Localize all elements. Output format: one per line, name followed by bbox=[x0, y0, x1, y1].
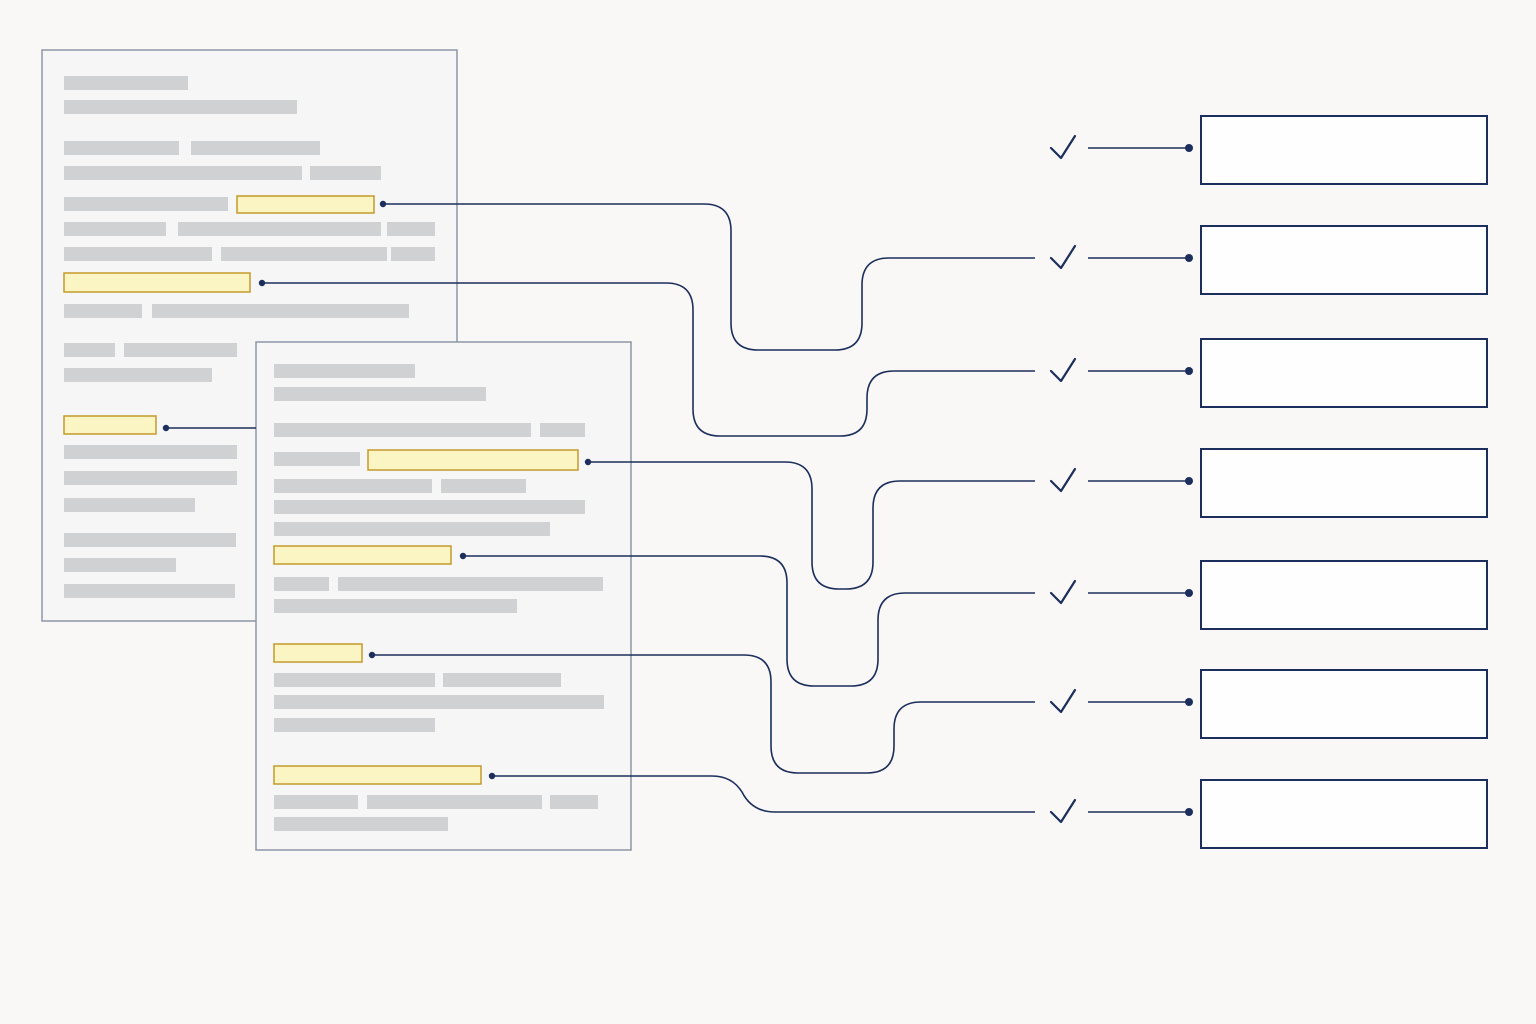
text-line-placeholder bbox=[178, 222, 381, 236]
target-anchor-dot bbox=[1185, 144, 1193, 152]
text-line-placeholder bbox=[64, 166, 302, 180]
connector-line bbox=[492, 775, 1035, 813]
text-line-placeholder bbox=[64, 76, 188, 90]
text-line-placeholder bbox=[274, 479, 432, 493]
connector-lines bbox=[162, 200, 1035, 813]
target-row bbox=[1049, 448, 1488, 518]
document-front bbox=[255, 341, 632, 851]
text-line-placeholder bbox=[64, 498, 195, 512]
target-field-box bbox=[1200, 115, 1488, 185]
target-row bbox=[1049, 338, 1488, 408]
text-line-placeholder bbox=[443, 673, 561, 687]
text-line-placeholder bbox=[550, 795, 598, 809]
text-line-placeholder bbox=[274, 673, 435, 687]
text-line-placeholder bbox=[64, 471, 237, 485]
target-field-box bbox=[1200, 225, 1488, 295]
target-field-box bbox=[1200, 560, 1488, 630]
text-line-placeholder bbox=[64, 368, 212, 382]
text-line-placeholder bbox=[191, 141, 320, 155]
text-line-placeholder bbox=[274, 522, 550, 536]
text-line-placeholder bbox=[338, 577, 603, 591]
target-anchor-dot bbox=[1185, 254, 1193, 262]
text-line-placeholder bbox=[540, 423, 585, 437]
source-anchor-dot bbox=[379, 200, 387, 208]
source-anchor-dot bbox=[368, 651, 376, 659]
document-back bbox=[41, 49, 458, 622]
text-line-placeholder bbox=[64, 141, 179, 155]
check-icon bbox=[1049, 357, 1077, 383]
text-line-placeholder bbox=[274, 364, 415, 378]
highlighted-field bbox=[273, 545, 452, 565]
source-anchor-dot bbox=[258, 279, 266, 287]
text-line-placeholder bbox=[64, 558, 176, 572]
connector-line bbox=[463, 555, 1035, 687]
text-line-placeholder bbox=[64, 343, 115, 357]
text-line-placeholder bbox=[441, 479, 526, 493]
target-row bbox=[1049, 779, 1488, 849]
text-line-placeholder bbox=[64, 584, 235, 598]
check-icon bbox=[1049, 798, 1077, 824]
check-icon bbox=[1049, 134, 1077, 160]
target-row bbox=[1049, 560, 1488, 630]
text-line-placeholder bbox=[274, 500, 585, 514]
text-line-placeholder bbox=[310, 166, 381, 180]
connector-line bbox=[262, 282, 1035, 437]
text-line-placeholder bbox=[64, 222, 166, 236]
connector-line bbox=[588, 461, 1035, 590]
text-line-placeholder bbox=[274, 423, 531, 437]
text-line-placeholder bbox=[64, 100, 297, 114]
target-field-box bbox=[1200, 338, 1488, 408]
highlighted-field bbox=[367, 449, 579, 471]
text-line-placeholder bbox=[64, 533, 236, 547]
text-line-placeholder bbox=[64, 247, 212, 261]
text-line-placeholder bbox=[387, 222, 435, 236]
source-anchor-dot bbox=[459, 552, 467, 560]
target-anchor-dot bbox=[1185, 589, 1193, 597]
text-line-placeholder bbox=[274, 577, 329, 591]
target-fields bbox=[1049, 115, 1488, 849]
target-row bbox=[1049, 669, 1488, 739]
text-line-placeholder bbox=[274, 817, 448, 831]
text-line-placeholder bbox=[221, 247, 387, 261]
highlighted-field bbox=[236, 195, 375, 214]
text-line-placeholder bbox=[274, 795, 358, 809]
text-line-placeholder bbox=[274, 387, 486, 401]
text-line-placeholder bbox=[64, 197, 228, 211]
check-icon bbox=[1049, 244, 1077, 270]
connector-line bbox=[383, 203, 1035, 351]
check-icon bbox=[1049, 688, 1077, 714]
target-row bbox=[1049, 225, 1488, 295]
target-field-box bbox=[1200, 669, 1488, 739]
target-field-box bbox=[1200, 779, 1488, 849]
text-line-placeholder bbox=[152, 304, 409, 318]
highlighted-field bbox=[273, 765, 482, 785]
connector-line bbox=[372, 654, 1035, 774]
text-line-placeholder bbox=[274, 695, 604, 709]
text-line-placeholder bbox=[274, 718, 435, 732]
target-anchor-dot bbox=[1185, 698, 1193, 706]
highlighted-field bbox=[273, 643, 363, 663]
source-anchor-dot bbox=[584, 458, 592, 466]
source-anchor-dot bbox=[488, 772, 496, 780]
text-line-placeholder bbox=[124, 343, 237, 357]
target-field-box bbox=[1200, 448, 1488, 518]
text-line-placeholder bbox=[367, 795, 542, 809]
target-anchor-dot bbox=[1185, 808, 1193, 816]
check-icon bbox=[1049, 467, 1077, 493]
text-line-placeholder bbox=[391, 247, 435, 261]
text-line-placeholder bbox=[274, 452, 360, 466]
target-row bbox=[1049, 115, 1488, 185]
source-anchor-dot bbox=[162, 424, 170, 432]
text-line-placeholder bbox=[64, 445, 237, 459]
check-icon bbox=[1049, 579, 1077, 605]
highlighted-field bbox=[63, 272, 251, 293]
target-anchor-dot bbox=[1185, 367, 1193, 375]
text-line-placeholder bbox=[64, 304, 142, 318]
target-anchor-dot bbox=[1185, 477, 1193, 485]
highlighted-field bbox=[63, 415, 157, 435]
text-line-placeholder bbox=[274, 599, 517, 613]
